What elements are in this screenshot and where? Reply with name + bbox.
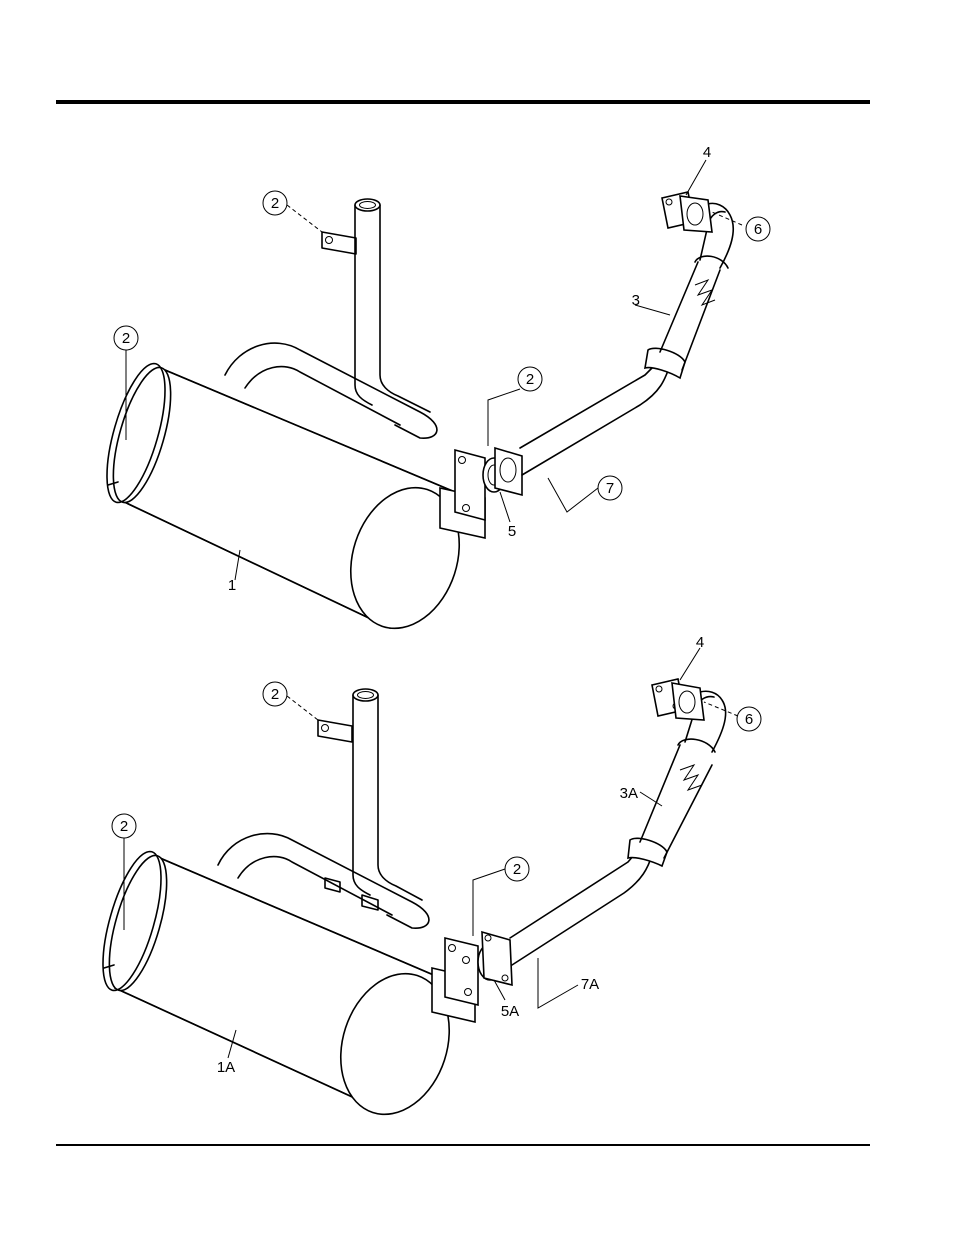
callout-nut: 6	[745, 711, 753, 728]
callout-muffler: 1	[228, 577, 236, 594]
pipe-bracket	[322, 232, 356, 254]
callout-bracket-left: 2	[120, 818, 128, 835]
callout-exhaust-pipe: 3A	[620, 785, 638, 802]
inlet-flange	[662, 192, 712, 232]
callout-gasket-top: 4	[703, 144, 711, 161]
muffler-body	[95, 358, 477, 643]
assembly-bottom: 2 2 2 6 4 3A 7A 5A 1A	[91, 634, 761, 1129]
callout-clamp: 7	[606, 480, 614, 497]
callout-nut: 6	[754, 221, 762, 238]
callout-bracket-flange: 2	[526, 371, 534, 388]
inlet-flange	[652, 679, 704, 720]
callout-bracket-top: 2	[271, 686, 279, 703]
callout-gasket-flange: 5	[508, 523, 516, 540]
callout-gasket-flange: 5A	[501, 1003, 519, 1020]
assembly-top: 2 2 2 7 6 4 3 5 1	[95, 144, 770, 643]
tailpipe	[225, 199, 437, 438]
callout-bracket-left: 2	[122, 330, 130, 347]
exhaust-pipe	[520, 203, 733, 475]
callout-bracket-flange: 2	[513, 861, 521, 878]
callout-gasket-top: 4	[696, 634, 704, 651]
callout-bracket-top: 2	[271, 195, 279, 212]
callout-clamp: 7A	[581, 976, 599, 993]
muffler-body	[91, 846, 467, 1129]
callout-muffler: 1A	[217, 1059, 235, 1076]
pipe-bracket	[318, 720, 352, 742]
callout-exhaust-pipe: 3	[632, 292, 640, 309]
exhaust-pipe	[510, 691, 726, 965]
